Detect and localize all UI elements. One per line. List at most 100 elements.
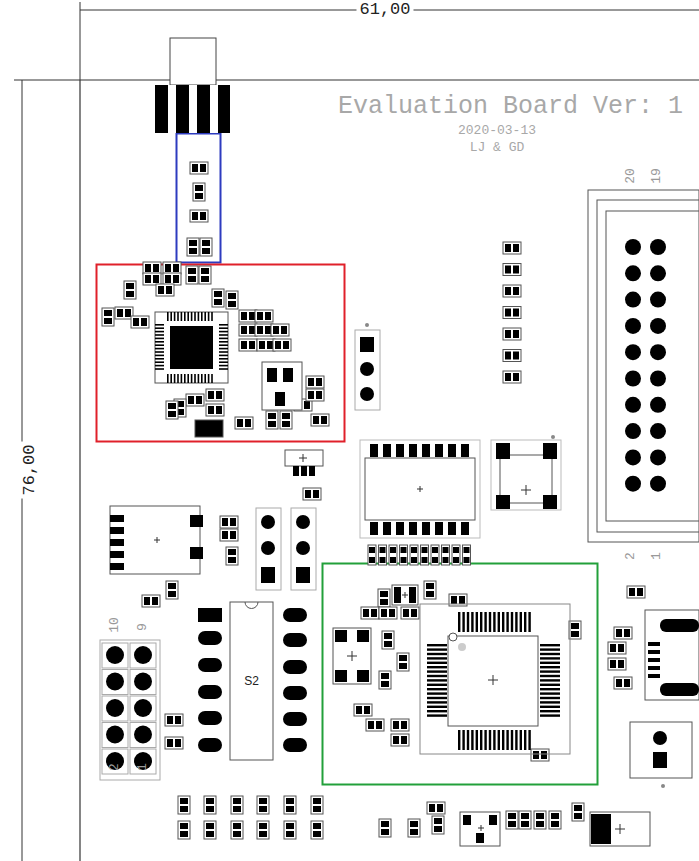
smd-pad [110,551,124,558]
smd-pad [110,527,124,534]
qfn-pin [219,355,228,357]
pin-pad [653,731,667,745]
smd-outline [311,414,329,426]
smd-pad [618,660,624,668]
pin-pad [625,476,641,492]
smd-outline [226,547,238,565]
smd-outline [231,821,243,839]
pin-pad [650,239,666,255]
lqfp-pin [467,730,469,750]
pin-pad [198,658,222,672]
smd-pad [152,597,158,605]
smd-pad [241,312,247,320]
smd-pad [443,547,449,553]
lqfp-pin [528,730,530,750]
smd-pad [616,629,622,637]
smd-pad [126,283,134,289]
smd-pad [257,326,263,334]
smd-pad [282,413,290,419]
smd-pad [173,275,179,283]
qfn-pin [167,374,169,383]
smd-pad [188,268,196,274]
smd-pad [410,829,418,835]
connector-inner [606,211,699,521]
pin-pad [198,685,222,699]
smd-pad [245,419,251,427]
smd-outline [143,262,161,274]
ic-pad [396,522,404,535]
lqfp-pin [484,612,486,632]
lqfp-pin [480,612,482,632]
highlight-box [323,564,598,785]
pin-pad [106,673,124,691]
lqfp-pin [427,666,447,668]
smd-pad [165,264,171,272]
smd-outline [142,595,160,607]
usb-pad [648,642,660,646]
smd-outline [531,749,549,761]
smd-pad [201,268,209,274]
smd-outline [608,658,626,670]
smd-outline [231,796,243,814]
lqfp-pin [462,730,464,750]
smd-pad [624,629,630,637]
ic-pad [370,444,378,457]
smd-pad [629,588,635,596]
qfn-pin [155,327,164,329]
smd-outline [401,607,419,619]
smd-pad [426,583,434,589]
smd-pad [571,631,579,637]
smd-pad [214,299,222,305]
smd-outline [239,310,257,322]
smd-pad [208,391,214,399]
pin-pad [296,567,310,583]
smd-outline [442,545,450,565]
lqfp-pin [427,670,447,672]
smd-pad [411,557,417,563]
smd-pad [313,823,321,829]
smd-pad [257,312,263,320]
lqfp-pin [540,684,560,686]
smd-outline [549,811,561,829]
smd-pad [237,419,243,427]
pin-pad [625,292,641,308]
smd-outline [186,266,198,284]
usb-pad [660,683,699,696]
pin-cell [130,643,156,668]
qfn-pin [219,358,228,360]
pin-number: 10 [108,617,122,633]
smd-pad [401,736,407,744]
smd-pad [286,798,294,804]
smd-outline [193,183,205,201]
smd-pad [241,341,247,349]
pin-pad [261,541,275,555]
lqfp-pin [458,730,460,750]
smd-pad [637,588,643,596]
lqfp-pin [458,612,460,632]
pin-pad [134,726,152,744]
lqfp-pin [427,706,447,708]
lqfp-pin [540,666,560,668]
pin-pad [283,738,307,752]
pin-cell [102,696,128,721]
smd-pad [175,739,181,747]
qfn-pin [177,374,179,383]
module-outline [491,440,561,510]
smd-pad [476,833,484,843]
smd-pad [403,609,409,617]
smd-pad [551,821,559,827]
ic-pad [409,522,417,535]
smd-pad [591,814,611,844]
smd-pad [166,286,172,294]
smd-pad [505,287,511,295]
pin-pad [650,423,666,439]
pin-pad [198,738,222,752]
smd-outline [519,811,531,829]
smd-pad [376,721,382,729]
smd-pad [390,557,396,563]
smd-pad [399,663,407,669]
lqfp-pin [427,648,447,650]
smd-pad [200,164,206,172]
pin-number: 2 [624,552,638,560]
smd-pad [281,326,287,334]
